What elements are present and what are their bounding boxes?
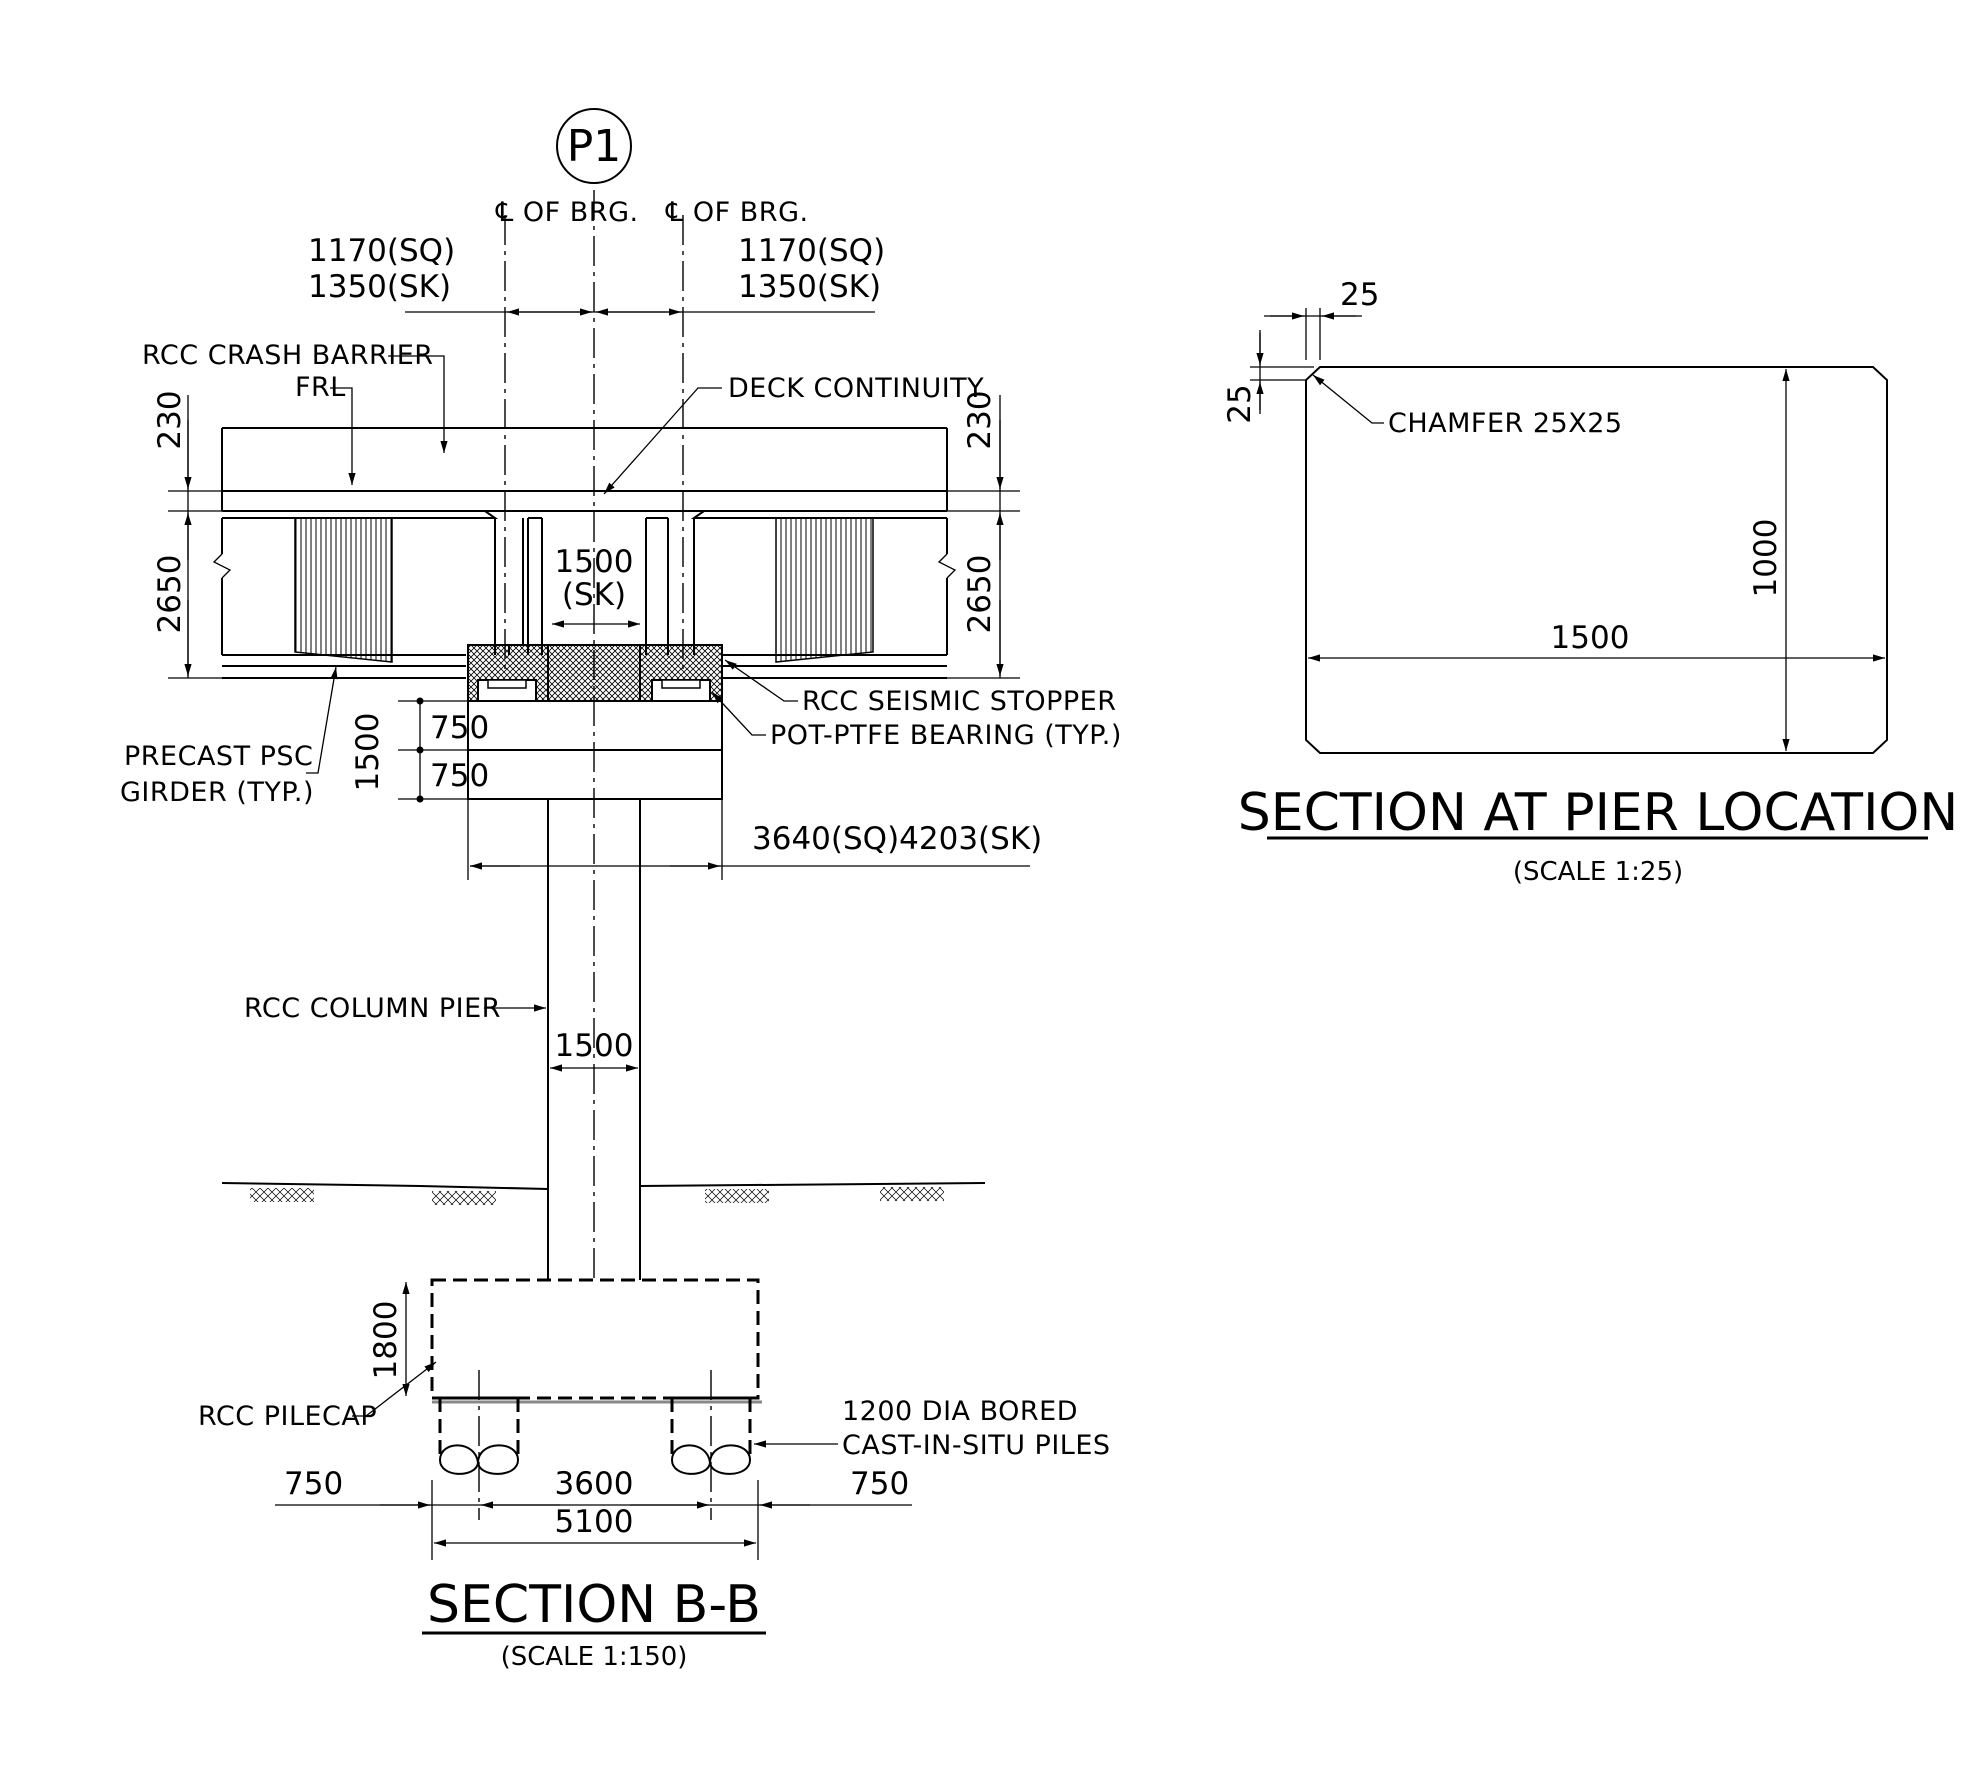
brg-offset-right-sk: 1350(SK): [738, 269, 881, 305]
section-bb-title: SECTION B-B: [427, 1575, 761, 1635]
dim-chamfer-h: 25: [1340, 277, 1379, 313]
dim-piercap-lower: 750: [430, 758, 489, 794]
piles-label-line1: 1200 DIA BORED: [842, 1396, 1078, 1427]
bearing-left-top: [487, 679, 527, 689]
dim-piercap-dot3: [416, 795, 424, 803]
dim-column-width: 1500: [555, 1028, 634, 1064]
bearing-label: POT-PTFE BEARING (TYP.): [770, 720, 1122, 751]
pier-id: P1: [567, 121, 622, 172]
seismic-stopper-label: RCC SEISMIC STOPPER: [802, 686, 1116, 717]
seismic-stopper-centre: [547, 644, 641, 702]
frl-leader: [330, 387, 356, 485]
section-pier: 25 25 CHAMFER 25X25 1500 1000 SECTION AT…: [1222, 277, 1958, 887]
dim-gap-value: 1500: [555, 544, 634, 580]
cl-bearing-left-label: ℄ OF BRG.: [495, 197, 639, 228]
deck-continuity-label: DECK CONTINUITY: [728, 373, 984, 404]
pile-cap: [430, 1278, 760, 1400]
section-bb: P1 ℄ OF BRG. ℄ OF BRG. 1170(SQ) 1350(SK)…: [120, 108, 1122, 1672]
seismic-stopper-leader: [724, 659, 798, 702]
dim-piercap-total: 1500: [350, 713, 386, 792]
crash-barrier-label: RCC CRASH BARRIER: [142, 340, 434, 371]
dim-pilecap-depth: 1800: [368, 1301, 404, 1380]
crash-barrier-leader: [388, 355, 448, 453]
dim-girder-left: 2650: [152, 555, 188, 634]
chamfer-leader: [1312, 374, 1384, 424]
pile-right: [670, 1396, 752, 1460]
cl-bearing-right-label: ℄ OF BRG.: [665, 197, 809, 228]
dim-pile-spacing: 3600: [555, 1466, 634, 1502]
section-bb-scale: (SCALE 1:150): [501, 1642, 688, 1672]
girder-left: [212, 510, 499, 679]
dim-height: 1000: [1748, 519, 1784, 598]
dim-chamfer-v: 25: [1222, 384, 1258, 423]
pier-section-outline: [1305, 366, 1888, 754]
dim-width: 1500: [1551, 620, 1630, 656]
section-pier-scale: (SCALE 1:25): [1513, 857, 1683, 887]
dim-gap-note: (SK): [562, 577, 626, 613]
dim-pilecap-width: 5100: [555, 1504, 634, 1540]
bearing-leader: [711, 691, 766, 736]
brg-offset-right-sq: 1170(SQ): [738, 233, 885, 269]
girder-leader: [306, 666, 338, 774]
girder-label-line1: PRECAST PSC: [124, 741, 313, 772]
ground-hatch-3: [705, 1189, 769, 1203]
section-pier-title: SECTION AT PIER LOCATION: [1238, 783, 1958, 843]
dim-barrier-left: 230: [152, 390, 188, 449]
ground-hatch-4: [880, 1187, 944, 1201]
dim-girder-right: 2650: [962, 555, 998, 634]
pile-left: [438, 1396, 520, 1460]
chamfer-label: CHAMFER 25X25: [1388, 408, 1623, 439]
column-label: RCC COLUMN PIER: [244, 993, 501, 1024]
dim-piercap-upper: 750: [430, 710, 489, 746]
pilecap-leader: [352, 1361, 437, 1417]
girder-label-line2: GIRDER (TYP.): [120, 777, 314, 808]
brg-offset-left-sk: 1350(SK): [308, 269, 451, 305]
brg-offset-left-sq: 1170(SQ): [308, 233, 455, 269]
dim-piercap-dot1: [416, 697, 424, 705]
ground-hatch-2: [432, 1191, 496, 1205]
pile-left-break: [439, 1444, 520, 1475]
pile-right-break: [671, 1444, 752, 1475]
dim-barrier-right: 230: [962, 390, 998, 449]
girder-right: [690, 510, 957, 679]
ground-line: [221, 1182, 986, 1190]
ground-hatch-1: [250, 1188, 314, 1202]
dim-edge-right: 750: [850, 1466, 909, 1502]
piles-label-line2: CAST-IN-SITU PILES: [842, 1430, 1111, 1461]
bearing-right-top: [661, 679, 701, 689]
pier-id-bubble: [556, 108, 632, 184]
dim-piercap-width: 3640(SQ)4203(SK): [752, 821, 1042, 857]
dim-edge-left: 750: [284, 1466, 343, 1502]
dim-piercap-dot2: [416, 746, 424, 754]
pilecap-label: RCC PILECAP: [198, 1401, 377, 1432]
deck-continuity-leader: [603, 387, 722, 495]
